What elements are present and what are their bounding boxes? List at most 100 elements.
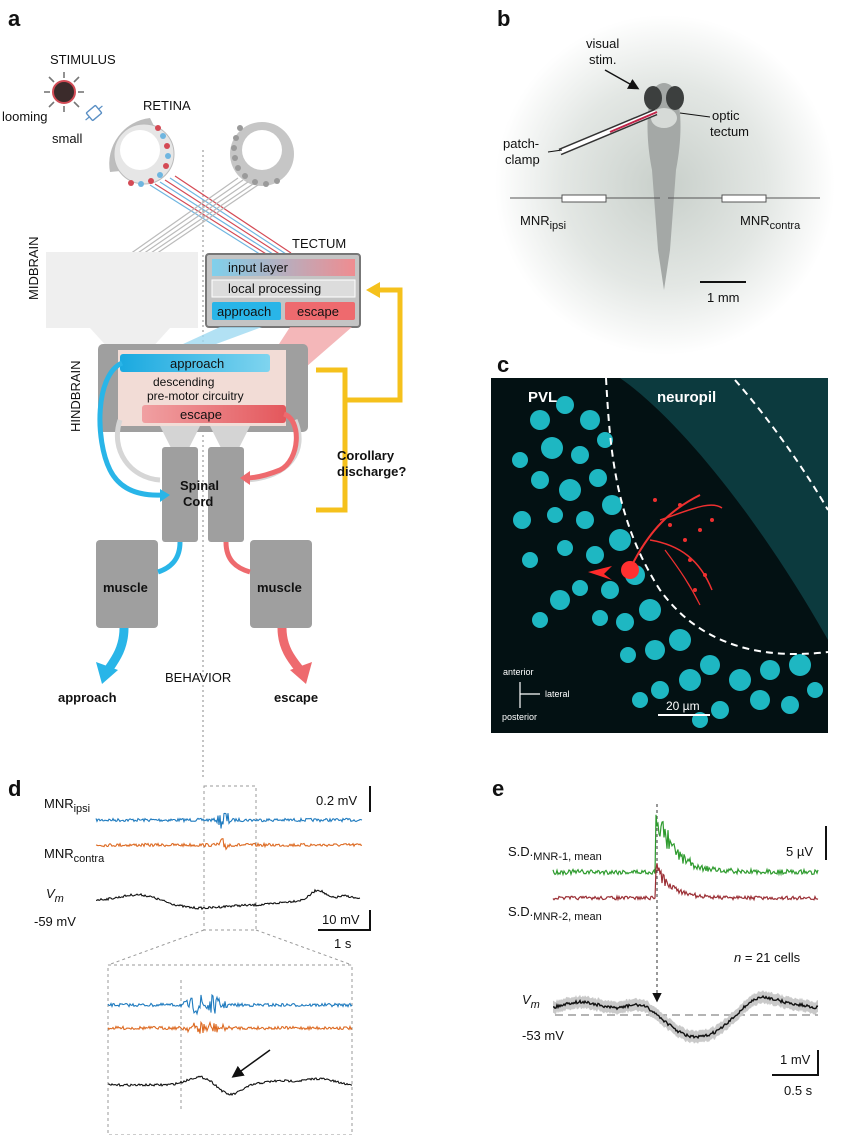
escape-output-arrow (277, 627, 304, 673)
anterior-label: anterior (503, 667, 534, 677)
mnr-ipsi-electrode (561, 194, 607, 203)
e-scale-vm-time (772, 1050, 819, 1076)
scale-label-1mm: 1 mm (707, 290, 740, 305)
tectum-escape-box (285, 302, 355, 320)
d-scale-time-label: 1 s (334, 936, 352, 951)
optic-pointer (679, 112, 711, 118)
output-approach-label: approach (58, 690, 117, 705)
visual-stim-line2: stim. (589, 52, 616, 67)
approach-output-arrow (104, 627, 129, 673)
small-stimulus-icon (85, 105, 103, 121)
tectum-label: TECTUM (292, 236, 346, 251)
retinal-axons (129, 175, 292, 259)
tectum-approach-label: approach (217, 304, 271, 319)
pvl-label: PVL (528, 389, 557, 406)
d-zoom-ipsi-trace (107, 993, 353, 1016)
stimulus-label: STIMULUS (50, 52, 116, 67)
optic-label-line2: tectum (710, 124, 749, 139)
orientation-axes (519, 682, 540, 708)
spinal-to-muscle-right-arrow (223, 541, 251, 575)
larva-body (647, 83, 681, 290)
panel-label-b: b (497, 6, 510, 31)
panel-label-a: a (8, 6, 21, 31)
patch-pointer (547, 149, 563, 153)
d-zoom-contra-trace (107, 1020, 353, 1034)
patch-label-line1: patch- (503, 136, 539, 151)
corollary-line2: discharge? (337, 464, 406, 479)
e-sd2-label: S.D.MNR-2, mean (508, 904, 602, 923)
local-processing-box (211, 279, 356, 298)
left-retina-icon (109, 118, 175, 187)
spinal-label-line2: Cord (183, 494, 213, 509)
panel-c: c (491, 352, 829, 733)
e-scale-vm-label: 1 mV (780, 1052, 811, 1067)
retina-label: RETINA (143, 98, 191, 113)
midbrain-label: MIDBRAIN (26, 236, 41, 300)
d-vm-trace (96, 888, 361, 911)
corollary-bracket (316, 367, 348, 513)
approach-loop-arrow (97, 360, 163, 498)
muscle-left (96, 540, 158, 628)
panel-e: e S.D.MNR-1, mean S.D.MNR-2, mean n = 21… (492, 776, 827, 1098)
d-vm-label: Vm (46, 886, 64, 905)
input-layer-box (212, 259, 355, 276)
d-rest-potential: -59 mV (34, 914, 76, 929)
patch-label-line2: clamp (505, 152, 540, 167)
panel-d: d MNRipsi MNRcontra Vm -59 mV 0.2 mV 10 … (8, 776, 371, 1135)
optic-label-line1: optic (712, 108, 740, 123)
escape-loop-arrow (245, 411, 299, 481)
looming-stimulus-icon (44, 72, 84, 112)
zoom-window (203, 785, 257, 931)
mnr-ipsi-label: MNRipsi (520, 213, 566, 232)
outer-boundary (734, 379, 829, 511)
e-vm-sem-band (553, 990, 818, 1044)
d-zoom-vm-trace (108, 1075, 353, 1096)
lateral-label: lateral (545, 689, 570, 699)
behavior-label: BEHAVIOR (165, 670, 231, 685)
d-mnr-contra-label: MNRcontra (44, 846, 105, 865)
d-scale-vm-time (318, 910, 371, 931)
panel-label-c: c (497, 352, 509, 377)
hindbrain-approach-label: approach (170, 356, 224, 371)
spinal-to-muscle-left-arrow (157, 541, 183, 575)
d-mnr-ipsi-label: MNRipsi (44, 796, 90, 815)
muscle-right (250, 540, 312, 628)
neuropil-label: neuropil (657, 389, 716, 406)
pvl-neuropil-boundary (605, 377, 829, 655)
d-scale-vm-label: 10 mV (322, 912, 360, 927)
labeled-neuron (621, 494, 723, 606)
output-escape-label: escape (274, 690, 318, 705)
neuropil-region (620, 378, 828, 640)
input-layer-label: input layer (228, 260, 289, 275)
descending-label: descending (153, 375, 214, 389)
small-label: small (52, 131, 82, 146)
premotor-label: pre-motor circuitry (147, 389, 244, 403)
visual-stim-arrow (604, 69, 640, 90)
right-eye (666, 86, 684, 110)
e-sd2-trace (552, 863, 819, 902)
visual-stim-line1: visual (586, 36, 619, 51)
d-scale-mnr-label: 0.2 mV (316, 793, 358, 808)
e-vm-trace (553, 994, 819, 1040)
hindbrain-escape-box (142, 405, 286, 423)
spinal-label-line1: Spinal (180, 478, 219, 493)
neuron-arrowhead (588, 566, 612, 580)
mnr-contra-electrode (721, 194, 767, 203)
e-vm-label: Vm (522, 992, 540, 1011)
hindbrain-approach-box (120, 354, 270, 372)
zoom-panel (107, 964, 353, 1135)
e-scale-sd-label: 5 µV (786, 844, 813, 859)
right-retina-icon (230, 122, 294, 187)
muscle-left-label: muscle (103, 580, 148, 595)
tectum-approach-box (212, 302, 281, 320)
spinal-cord-left (162, 447, 198, 542)
d-mnr-contra-trace (95, 838, 363, 851)
tectum-escape-label: escape (297, 304, 339, 319)
spinal-cord-right (208, 447, 244, 542)
left-eye (644, 86, 662, 110)
panel-label-d: d (8, 776, 21, 801)
corollary-arrow (345, 287, 403, 403)
e-n-cells: n = 21 cells (734, 950, 801, 965)
mnr-contra-label: MNRcontra (740, 213, 801, 232)
